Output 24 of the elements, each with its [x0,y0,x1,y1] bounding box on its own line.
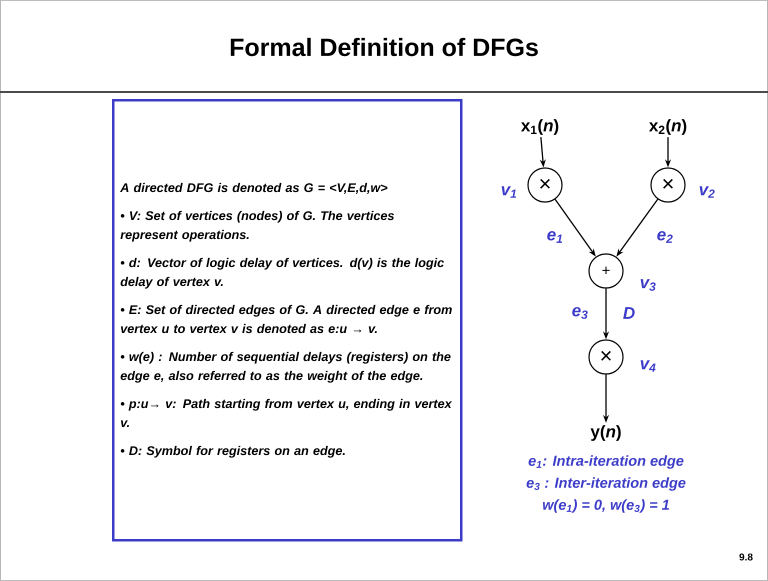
definition-box [112,99,462,542]
definition-text: A directed DFG is denoted as G = <V,E,d,w> [120,182,388,194]
vertex-label: v$_{4}$ [640,360,656,372]
definition-text: • E: Set of directed edges of G. A directed edge e from vertex u to vertex v is denoted as e:u → v. [120,304,452,334]
signal-label: x$_{2}$(n) [648,119,686,135]
definition-text: • V: Set of vertices (nodes) of G. The vertices represent operations. [120,210,394,242]
edge-label: e$_{2}$ [656,230,674,244]
vertex-label: v$_{1}$ [502,186,516,198]
vertex-label: v$_{3}$ [640,279,656,291]
definition-text: • d: Vector of logic delay of vertices. d(v) is the logic delay of vertex v. [120,258,444,289]
definition-text: • w(e) : Number of sequential delays (registers) on the edge e, also referred to as the weight of the edge. [120,352,451,383]
edge-label: e$_{1}$ [546,230,564,244]
note-text: e$_{1}$: Intra-iteration edge [528,455,684,469]
edge-label: e$_{3}$ [570,306,590,320]
title: Formal Definition of DFGs [230,38,538,56]
signal-label: y(n) [590,425,621,441]
definition-text: • D: Symbol for registers on an edge. [120,446,345,458]
definition-text: • p:u→ v: Path starting from vertex u, ending in vertex v. [120,398,452,427]
note-text: w(e$_{1}$) = 0, w(e$_{3}$) = 1 [542,499,669,513]
slide-number: 9.8 [739,553,753,561]
note-text: e$_{3}$ : Inter-iteration edge [526,477,686,491]
register-label: D [623,307,635,319]
signal-label: x$_{1}$(n) [520,119,558,135]
vertex-label: v$_{2}$ [700,186,715,198]
